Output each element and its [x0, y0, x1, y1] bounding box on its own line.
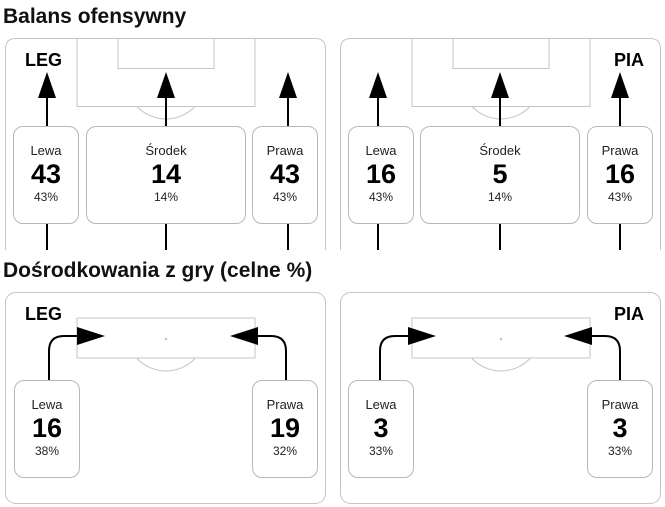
stat-percent: 33%	[607, 444, 633, 458]
team-label-leg: LEG	[25, 304, 63, 324]
stat-label: Prawa	[601, 397, 639, 412]
stat-label: Lewa	[30, 143, 62, 158]
stat-percent: 38%	[34, 444, 60, 458]
stat-card-left: Lewa 43 43%	[13, 126, 79, 224]
stat-label: Lewa	[365, 397, 397, 412]
stat-value: 16	[604, 159, 636, 189]
stat-label: Prawa	[266, 397, 304, 412]
stat-card-right: Prawa 3 33%	[587, 380, 653, 478]
stat-label: Lewa	[365, 143, 397, 158]
stat-value: 5	[492, 159, 508, 189]
stat-value: 19	[269, 413, 301, 443]
stat-card-left: Lewa 16 43%	[348, 126, 414, 224]
stat-label: Lewa	[31, 397, 63, 412]
stat-value: 16	[365, 159, 397, 189]
curved-arrow-right-icon	[379, 327, 436, 382]
stat-percent: 33%	[368, 444, 394, 458]
curved-arrow-right-icon	[48, 327, 105, 382]
stat-percent: 43%	[272, 190, 298, 204]
stat-card-right: Prawa 16 43%	[587, 126, 653, 224]
stat-label: Prawa	[266, 143, 304, 158]
section-title-crosses: Dośrodkowania z gry (celne %)	[3, 259, 313, 282]
stat-value: 43	[30, 159, 62, 189]
stat-label: Środek	[479, 143, 521, 158]
stat-label: Środek	[145, 143, 187, 158]
stat-card-right: Prawa 19 32%	[252, 380, 318, 478]
curved-arrow-left-icon	[564, 327, 621, 382]
stat-value: 3	[373, 413, 389, 443]
stat-label: Prawa	[601, 143, 639, 158]
stat-percent: 32%	[272, 444, 298, 458]
stat-card-center: Środek 14 14%	[86, 126, 246, 224]
stat-percent: 14%	[153, 190, 179, 204]
stat-card-center: Środek 5 14%	[420, 126, 580, 224]
stat-value: 3	[612, 413, 628, 443]
pitch-crosses-leg	[5, 292, 326, 504]
team-label-leg: LEG	[25, 50, 63, 70]
section-title-attack-balance: Balans ofensywny	[3, 5, 187, 28]
stat-card-right: Prawa 43 43%	[252, 126, 318, 224]
stat-card-left: Lewa 16 38%	[14, 380, 80, 478]
stat-card-left: Lewa 3 33%	[348, 380, 414, 478]
stat-value: 43	[269, 159, 301, 189]
stat-percent: 43%	[368, 190, 394, 204]
stat-percent: 14%	[487, 190, 513, 204]
stat-percent: 43%	[33, 190, 59, 204]
team-label-pia: PIA	[614, 50, 645, 70]
stat-percent: 43%	[607, 190, 633, 204]
stat-value: 14	[150, 159, 182, 189]
stat-value: 16	[31, 413, 63, 443]
curved-arrow-left-icon	[230, 327, 287, 382]
pitch-crosses-pia	[340, 292, 661, 504]
team-label-pia: PIA	[614, 304, 645, 324]
